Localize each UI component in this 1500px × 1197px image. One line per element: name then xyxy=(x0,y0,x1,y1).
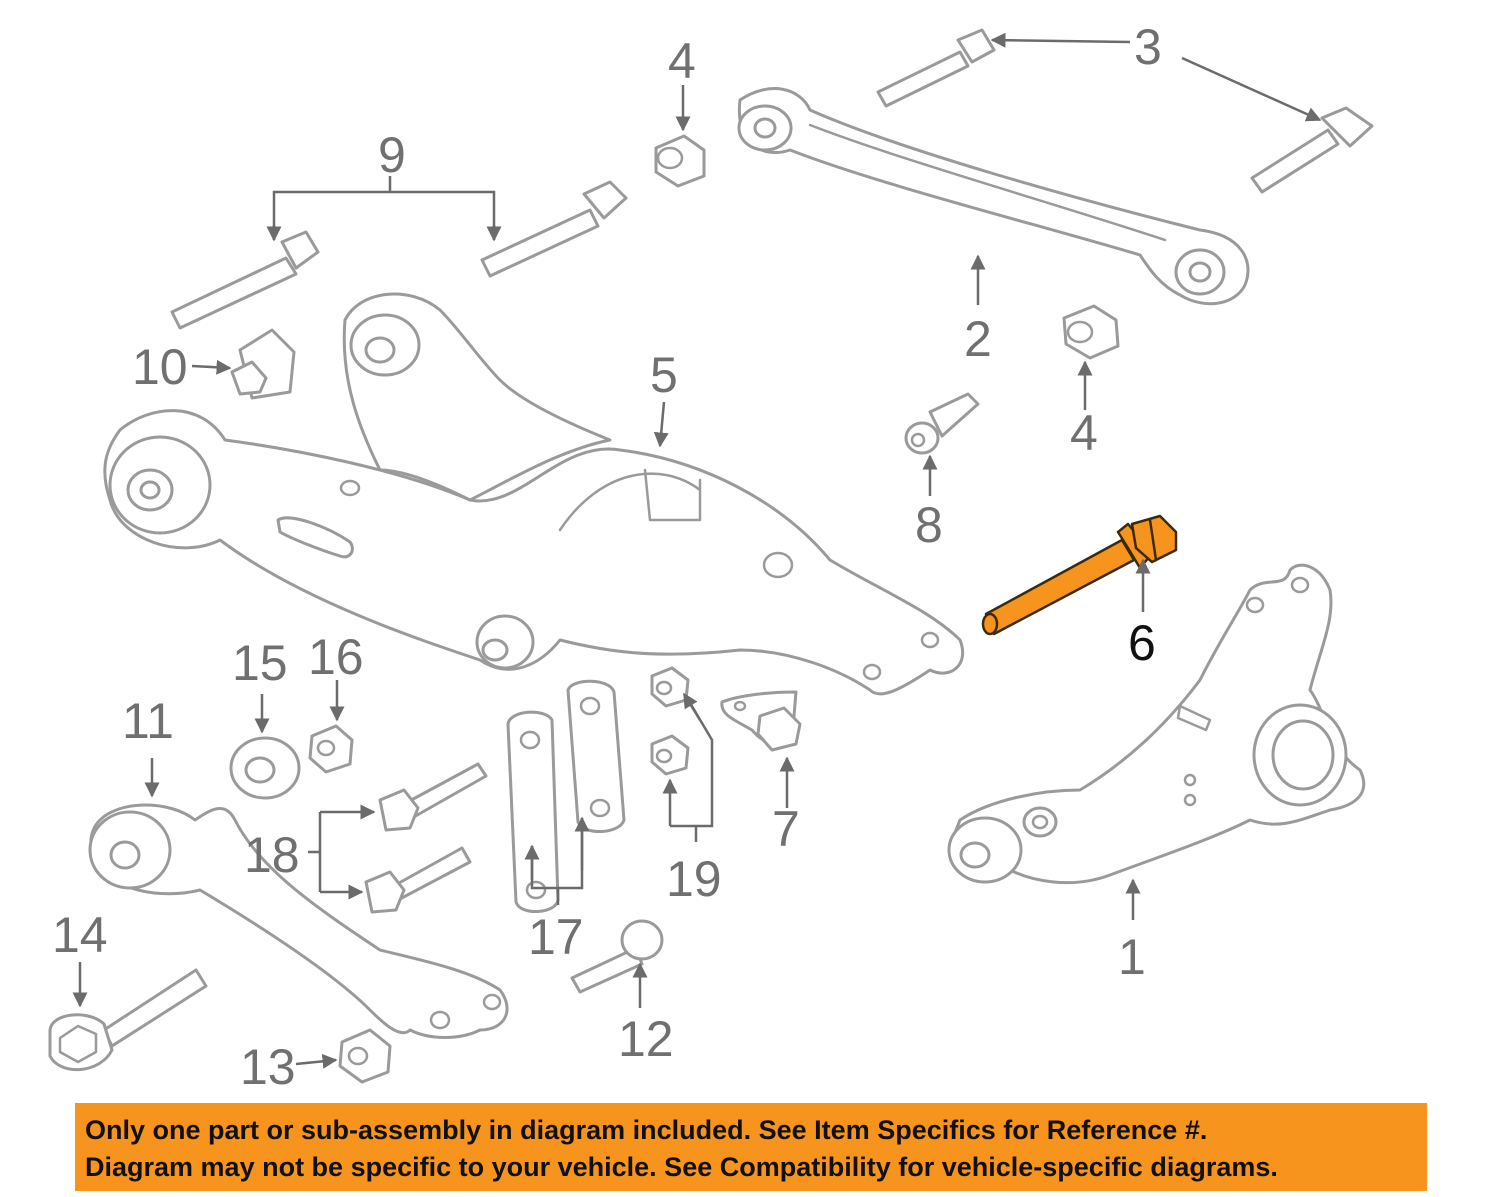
callout-7: 7 xyxy=(772,801,800,857)
part-16-nut xyxy=(308,724,354,774)
part-10-bracket-nut xyxy=(230,328,296,400)
disclaimer-banner: Only one part or sub-assembly in diagram… xyxy=(75,1103,1427,1191)
callout-4-right: 4 xyxy=(1070,405,1098,461)
callout-11: 11 xyxy=(122,693,174,749)
callout-labels: 3 4 9 2 10 5 4 8 6 15 16 11 7 18 19 17 1… xyxy=(52,19,1162,1095)
part-12-bolt xyxy=(570,919,664,994)
part-14-bolt xyxy=(48,968,208,1071)
callout-10: 10 xyxy=(132,339,188,395)
callout-13: 13 xyxy=(240,1039,296,1095)
callout-5: 5 xyxy=(650,347,678,403)
callout-2: 2 xyxy=(964,311,992,367)
part-17-plates xyxy=(506,679,626,914)
part-3-bolts xyxy=(876,28,1374,194)
part-1-knuckle xyxy=(947,563,1366,885)
callout-19: 19 xyxy=(666,851,722,907)
callout-4-top: 4 xyxy=(668,33,696,89)
part-13-nut xyxy=(338,1028,392,1084)
part-2-upper-arm xyxy=(737,87,1250,306)
part-18-bolts xyxy=(364,762,488,914)
part-7-bracket xyxy=(720,690,802,752)
callout-3: 3 xyxy=(1134,19,1162,75)
callout-1: 1 xyxy=(1118,929,1146,985)
part-19-nuts xyxy=(650,666,690,776)
part-8-bolt xyxy=(904,392,980,455)
callout-12: 12 xyxy=(618,1011,674,1067)
leader-lines xyxy=(72,32,1322,1069)
part-5-subframe xyxy=(103,292,965,696)
callout-8: 8 xyxy=(915,497,943,553)
part-9-bolts xyxy=(170,180,628,330)
part-15-washer xyxy=(229,736,301,800)
callout-17: 17 xyxy=(528,909,584,965)
part-4-nut-right xyxy=(1062,304,1120,360)
callout-14: 14 xyxy=(52,907,108,963)
disclaimer-line-2: Diagram may not be specific to your vehi… xyxy=(85,1152,1278,1182)
callout-6: 6 xyxy=(1128,615,1156,671)
callout-9: 9 xyxy=(378,127,406,183)
part-11-lower-arm xyxy=(88,803,509,1039)
part-6-bolt-highlighted xyxy=(981,514,1178,636)
part-4-nut-top xyxy=(654,134,706,188)
disclaimer-line-1: Only one part or sub-assembly in diagram… xyxy=(85,1115,1208,1145)
callout-15: 15 xyxy=(232,635,288,691)
callout-18: 18 xyxy=(244,827,300,883)
callout-16: 16 xyxy=(308,629,364,685)
